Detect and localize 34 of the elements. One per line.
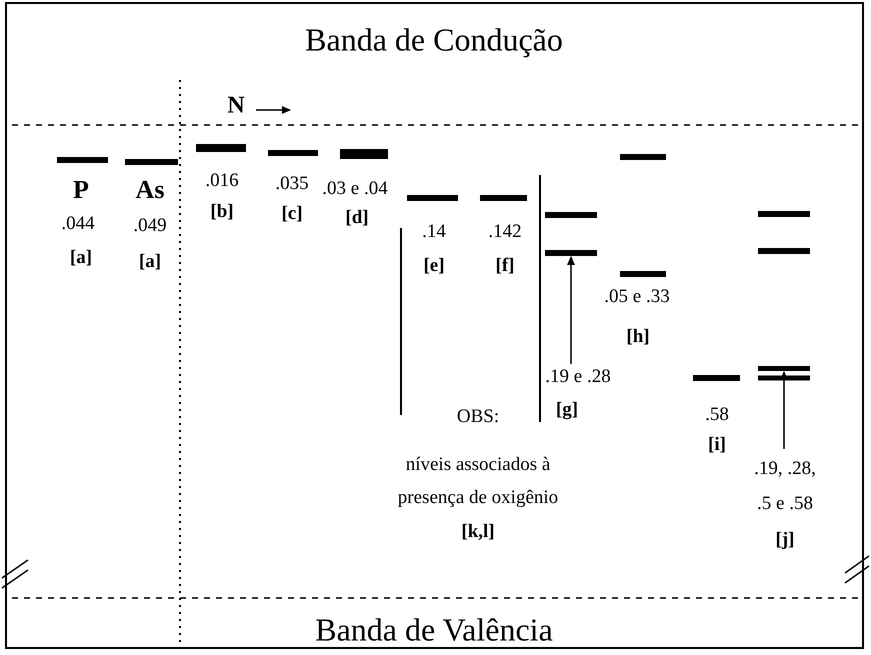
level-energy-value: .58 bbox=[705, 404, 729, 426]
reference-label: [a] bbox=[138, 251, 162, 273]
level-energy-value: .044 bbox=[61, 213, 95, 235]
reference-label: [c] bbox=[281, 203, 303, 225]
reference-label: [g] bbox=[556, 399, 578, 421]
reference-label: [d] bbox=[345, 207, 369, 229]
band-title: Banda de Valência bbox=[315, 612, 553, 648]
leader-arrow bbox=[780, 371, 788, 449]
element-label: As bbox=[136, 175, 164, 205]
element-label: N bbox=[227, 92, 245, 120]
reference-label: [b] bbox=[210, 201, 234, 223]
level-energy-value: .05 e .33 bbox=[604, 286, 670, 308]
level-energy-value: .035 bbox=[275, 173, 309, 195]
element-label: P bbox=[73, 175, 89, 205]
band-title: Banda de Condução bbox=[305, 22, 563, 58]
level-energy-value: .03 e .04 bbox=[322, 178, 388, 200]
level-energy-value: .142 bbox=[488, 221, 522, 243]
reference-label: [e] bbox=[423, 255, 445, 277]
reference-label: [h] bbox=[626, 326, 650, 348]
level-energy-value: .14 bbox=[422, 221, 446, 243]
energy-level-bar bbox=[545, 250, 597, 256]
note-text: OBS: bbox=[456, 406, 500, 428]
level-energy-value: .016 bbox=[205, 170, 239, 192]
reference-label: [i] bbox=[708, 434, 726, 456]
level-energy-value: .19, .28, .5 e .58 bbox=[745, 451, 825, 521]
energy-level-bar bbox=[758, 366, 810, 371]
reference-label: [j] bbox=[776, 529, 794, 551]
leader-arrow bbox=[567, 256, 575, 364]
level-energy-value: .19 e .28 bbox=[545, 366, 611, 388]
level-energy-value: .049 bbox=[133, 215, 167, 237]
note-text: níveis associados à presença de oxigênio bbox=[396, 453, 560, 510]
reference-label: [a] bbox=[70, 247, 92, 269]
reference-label: [f] bbox=[496, 255, 514, 277]
reference-label: [k,l] bbox=[461, 521, 495, 543]
